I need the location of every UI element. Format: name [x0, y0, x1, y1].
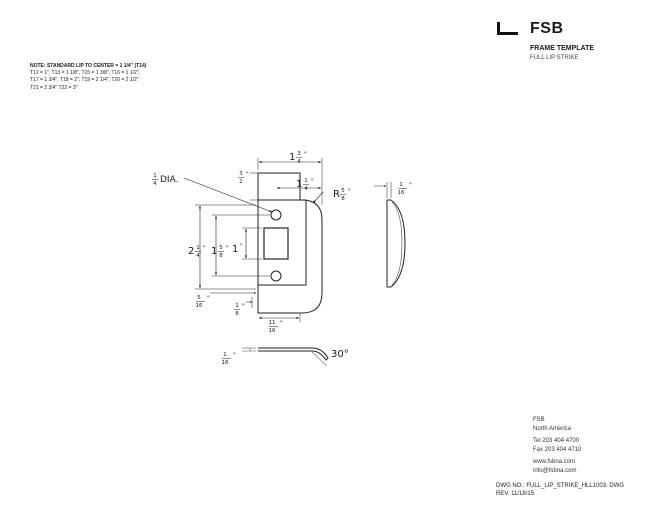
- drawing-title: FRAME TEMPLATE: [530, 45, 595, 52]
- svg-text:1: 1: [196, 245, 200, 251]
- svg-text:16: 16: [222, 360, 229, 366]
- svg-text:1: 1: [289, 152, 295, 163]
- svg-text:4: 4: [304, 186, 308, 192]
- drawing-info: DWG NO.: FULL_LIP_STRIKE_HLL1003. DWG RE…: [496, 483, 624, 498]
- strike-side-view: [386, 199, 406, 288]
- svg-text:1: 1: [223, 352, 227, 358]
- strike-plate-outline: [257, 172, 323, 314]
- mounting-hole-top: [270, 209, 282, 221]
- svg-text:R: R: [333, 189, 340, 200]
- svg-text:4: 4: [153, 181, 157, 187]
- dwg-revision: REV. 11/18/15: [496, 490, 535, 497]
- fsb-logo-icon: [497, 22, 518, 35]
- note-line: T12 = 1", T13 = 1 1/8", T15 = 1 3/8", T1…: [30, 70, 140, 77]
- svg-text:1: 1: [153, 173, 157, 179]
- svg-text:4: 4: [196, 253, 200, 259]
- svg-text:": ": [242, 303, 245, 310]
- company-block: FSB North America Tel 203 404 4700 Fax 2…: [533, 416, 581, 475]
- company-web: www.fsbna.com: [533, 459, 576, 465]
- strike-opening: [263, 227, 289, 260]
- drawing-subtitle: FULL LIP STRIKE: [530, 55, 579, 61]
- svg-text:16: 16: [398, 190, 405, 196]
- svg-text:": ": [280, 320, 283, 327]
- dim-label-bottom-width: 11 16 ": [269, 320, 284, 334]
- svg-text:1: 1: [235, 303, 239, 309]
- svg-text:11: 11: [269, 320, 276, 326]
- svg-text:": ": [311, 178, 314, 185]
- company-tel: Tel 203 404 4700: [533, 438, 580, 444]
- note-heading: NOTE: STANDARD LIP TO CENTER = 1 1/4" (T…: [30, 63, 147, 69]
- svg-text:DIA.: DIA.: [160, 175, 178, 185]
- svg-text:": ": [304, 151, 307, 158]
- svg-text:8: 8: [341, 196, 345, 202]
- dim-label-top-tab: 3 2": [238, 171, 249, 185]
- svg-text:": ": [207, 295, 210, 302]
- mounting-hole-bottom: [270, 270, 282, 282]
- note-block: NOTE: STANDARD LIP TO CENTER = 1 1/4" (T…: [30, 63, 146, 92]
- svg-text:": ": [409, 182, 412, 189]
- note-line: T21 = 2 3/4" T22 = 3": [30, 84, 78, 91]
- svg-text:16: 16: [269, 328, 276, 334]
- dim-label-bottom-left: 5 16 ": [196, 295, 211, 309]
- dim-label-angle: 30°: [331, 349, 349, 360]
- dwg-number: DWG NO.: FULL_LIP_STRIKE_HLL1003. DWG: [496, 483, 625, 489]
- svg-text:5: 5: [197, 295, 201, 301]
- svg-text:": ": [348, 188, 351, 195]
- svg-text:": ": [246, 171, 249, 178]
- svg-text:2: 2: [239, 179, 243, 185]
- svg-text:1: 1: [211, 246, 217, 257]
- svg-text:1: 1: [304, 178, 308, 184]
- svg-text:3: 3: [239, 171, 243, 177]
- company-email: info@fsbna.com: [533, 467, 577, 474]
- svg-text:1: 1: [399, 182, 403, 188]
- svg-text:": ": [233, 352, 236, 359]
- svg-text:": ": [226, 245, 229, 252]
- svg-text:8: 8: [235, 311, 239, 317]
- note-line: T17 = 1 3/4", T18 = 2", T19 = 2 1/4", T2…: [30, 77, 139, 84]
- dim-label-side-thickness: 1 16 ": [398, 182, 413, 196]
- svg-text:3: 3: [297, 151, 301, 157]
- svg-text:4: 4: [297, 159, 301, 165]
- svg-text:": ": [203, 245, 206, 252]
- company-name: FSB: [533, 417, 545, 423]
- dim-label-bottom-tab: 1 8": [234, 303, 245, 317]
- dia-leader: [183, 177, 273, 213]
- brand-name: FSB: [530, 20, 564, 37]
- svg-text:2: 2: [188, 246, 194, 257]
- svg-text:8: 8: [219, 253, 223, 259]
- svg-text:1: 1: [296, 179, 302, 190]
- dim-label-opening: 1": [232, 243, 243, 255]
- svg-text:": ": [240, 243, 243, 250]
- svg-text:5: 5: [219, 245, 223, 251]
- svg-text:1: 1: [232, 244, 238, 255]
- svg-text:5: 5: [341, 188, 345, 194]
- svg-text:16: 16: [196, 303, 203, 309]
- dim-label-thickness: 1 16 ": [222, 352, 237, 366]
- company-fax: Fax 203 404 4710: [533, 446, 582, 453]
- company-region: North America: [533, 425, 572, 432]
- lip-section-view: [258, 347, 329, 361]
